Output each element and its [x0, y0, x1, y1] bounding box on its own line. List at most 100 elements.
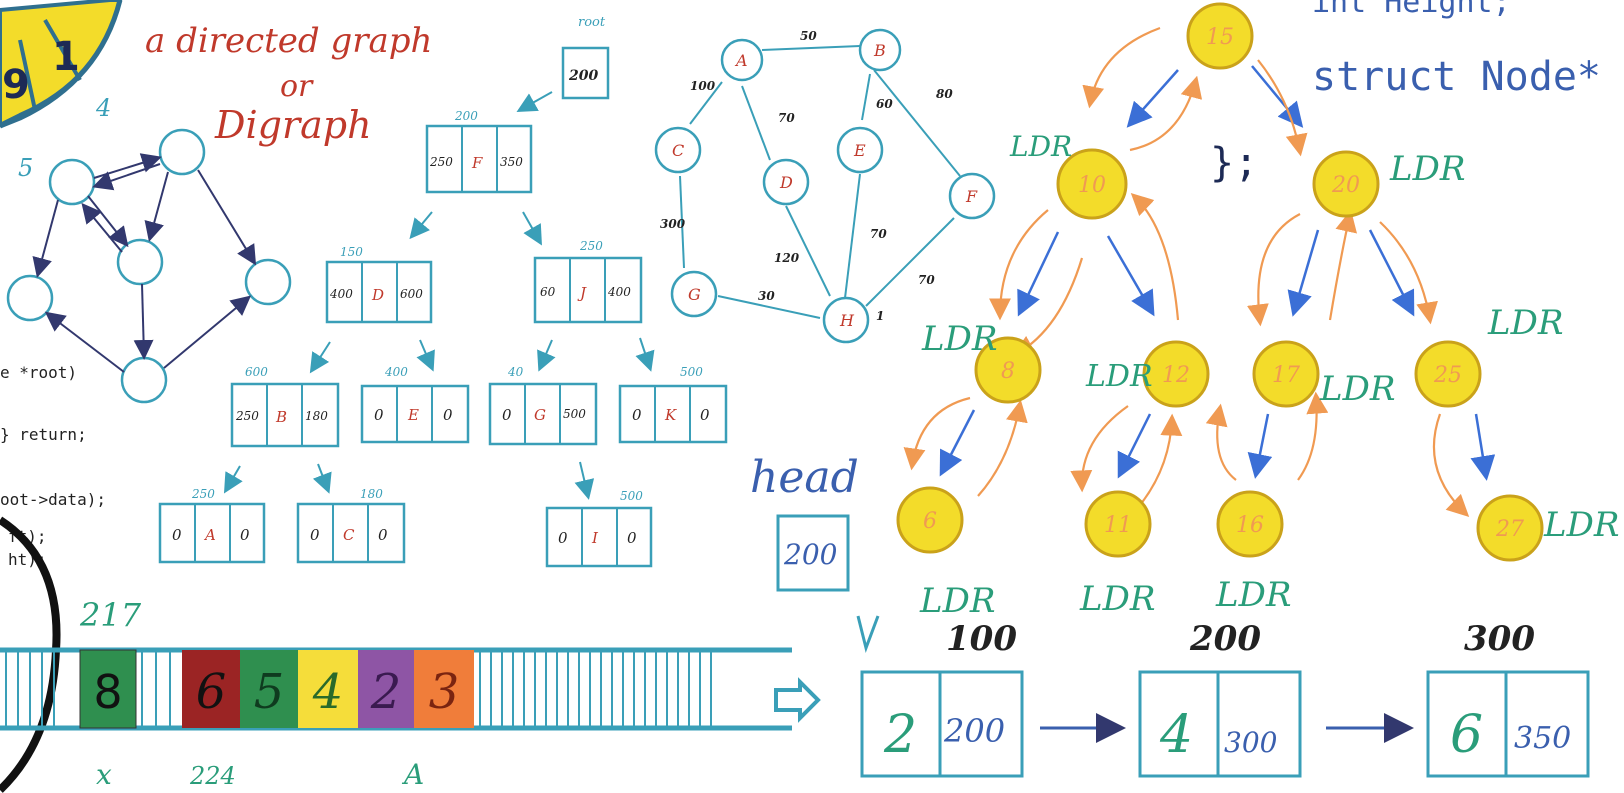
- svg-text:350: 350: [1514, 721, 1571, 756]
- ring-label-9: 9: [2, 62, 30, 108]
- svg-text:0: 0: [172, 526, 182, 544]
- svg-text:200: 200: [783, 538, 837, 571]
- svg-text:2: 2: [370, 664, 402, 720]
- svg-text:70: 70: [870, 227, 887, 241]
- graph-node-e: [836, 126, 884, 174]
- svg-text:K: K: [664, 406, 677, 424]
- bst-node-27: [1476, 494, 1544, 562]
- svg-text:500: 500: [680, 365, 703, 379]
- bst-node-12: [1142, 340, 1210, 408]
- svg-text:180: 180: [305, 409, 328, 423]
- svg-text:LDR: LDR: [1215, 575, 1291, 615]
- svg-text:3: 3: [429, 664, 460, 720]
- svg-text:120: 120: [774, 251, 800, 265]
- svg-text:LDR: LDR: [1487, 303, 1563, 343]
- svg-text:400: 400: [329, 287, 353, 301]
- svg-text:A: A: [203, 526, 216, 544]
- svg-text:150: 150: [340, 245, 363, 259]
- svg-text:200: 200: [568, 68, 598, 84]
- svg-text:0: 0: [378, 526, 388, 544]
- svg-text:LDR: LDR: [919, 581, 995, 621]
- svg-text:400: 400: [607, 285, 631, 299]
- svg-text:224: 224: [189, 762, 236, 790]
- svg-text:};: };: [1210, 140, 1258, 186]
- svg-text:0: 0: [627, 529, 637, 547]
- svg-text:600: 600: [400, 287, 423, 301]
- svg-text:600: 600: [245, 365, 268, 379]
- digraph-node: [244, 258, 292, 306]
- svg-text:25: 25: [1433, 363, 1462, 388]
- svg-text:F: F: [965, 187, 978, 206]
- svg-text:G: G: [688, 285, 701, 304]
- svg-text:int Height;: int Height;: [1312, 0, 1511, 20]
- svg-text:LDR: LDR: [1389, 149, 1465, 189]
- svg-text:struct Node*: struct Node*: [1312, 54, 1601, 100]
- svg-text:J: J: [577, 284, 587, 302]
- svg-text:50: 50: [800, 29, 817, 43]
- svg-text:6: 6: [1450, 705, 1483, 765]
- svg-text:200: 200: [454, 109, 478, 123]
- svg-text:11: 11: [1104, 513, 1132, 538]
- head-pointer-box: [776, 514, 850, 592]
- svg-text:250: 250: [429, 155, 453, 169]
- graph-node-f: [948, 172, 996, 220]
- graph-node-c: [654, 126, 702, 174]
- svg-text:LDR: LDR: [921, 319, 997, 359]
- svg-text:D: D: [371, 286, 384, 304]
- svg-text:17: 17: [1272, 363, 1300, 388]
- svg-text:250: 250: [191, 487, 215, 501]
- svg-text:1: 1: [876, 309, 884, 323]
- svg-text:LDR: LDR: [1009, 130, 1072, 163]
- svg-text:root: root: [578, 15, 606, 30]
- svg-text:B: B: [873, 41, 886, 60]
- svg-text:250: 250: [579, 239, 603, 253]
- svg-text:12: 12: [1162, 363, 1190, 388]
- svg-text:0: 0: [310, 526, 320, 544]
- digraph-node: [6, 274, 54, 322]
- binary-tree-linked: root 200 200 250 F 350 150 400 D 600 250…: [158, 15, 728, 568]
- svg-text:8: 8: [93, 665, 122, 719]
- svg-text:300: 300: [1464, 619, 1535, 659]
- code-fragment: e *root) } return; oot->data); ft); ht);: [0, 363, 106, 569]
- svg-text:} return;: } return;: [0, 425, 87, 444]
- svg-text:100: 100: [946, 619, 1017, 659]
- bst-node-6: [896, 486, 964, 554]
- svg-text:I: I: [591, 529, 599, 547]
- svg-text:G: G: [534, 406, 546, 424]
- svg-text:a directed graph: a directed graph: [145, 21, 432, 61]
- digraph-node: [158, 128, 206, 176]
- struct-code: int Height; struct Node* };: [1210, 0, 1601, 186]
- svg-text:250: 250: [235, 409, 259, 423]
- ring-label-5: 5: [18, 154, 33, 182]
- svg-text:E: E: [853, 141, 866, 160]
- digraph: [6, 128, 292, 404]
- svg-text:LDR: LDR: [1079, 579, 1155, 619]
- svg-text:500: 500: [620, 489, 643, 503]
- ring-label-1: 1: [52, 34, 80, 80]
- svg-text:Digraph: Digraph: [214, 103, 372, 147]
- svg-text:or: or: [280, 69, 314, 104]
- svg-text:LDR: LDR: [1543, 505, 1619, 545]
- svg-text:A: A: [734, 51, 748, 70]
- svg-text:0: 0: [700, 406, 710, 424]
- svg-text:0: 0: [240, 526, 250, 544]
- svg-text:300: 300: [660, 217, 686, 231]
- svg-text:4: 4: [1159, 705, 1193, 765]
- svg-text:27: 27: [1495, 517, 1524, 542]
- svg-text:70: 70: [778, 111, 795, 125]
- bst-node-11: [1084, 490, 1152, 558]
- ring-label-4: 4: [95, 94, 111, 122]
- graph-node-h: [822, 296, 870, 344]
- svg-text:180: 180: [360, 487, 383, 501]
- svg-text:0: 0: [502, 406, 512, 424]
- graph-node-g: [670, 270, 718, 318]
- svg-text:0: 0: [558, 529, 568, 547]
- svg-text:60: 60: [540, 285, 556, 299]
- svg-text:350: 350: [500, 155, 523, 169]
- svg-text:200: 200: [1189, 619, 1261, 659]
- svg-text:C: C: [343, 526, 355, 544]
- svg-text:100: 100: [690, 79, 716, 93]
- graph-node-d: [762, 158, 810, 206]
- svg-text:10: 10: [1078, 173, 1106, 198]
